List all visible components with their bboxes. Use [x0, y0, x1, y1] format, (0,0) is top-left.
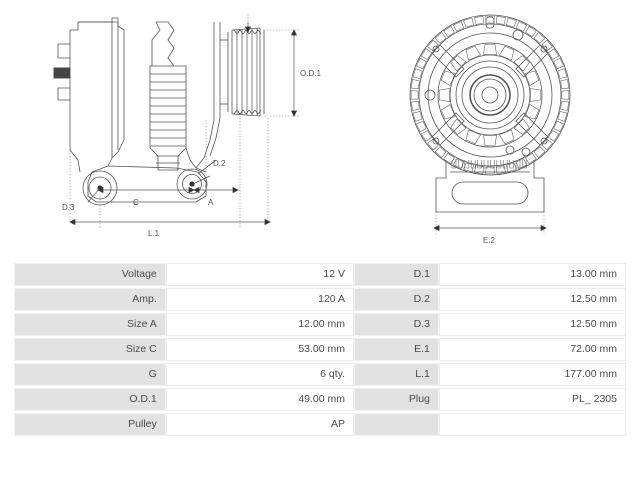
alternator-side-view: O.D.1 D.2 D.3 C A L.1	[0, 0, 340, 250]
spec-label-cell: D.1	[354, 263, 439, 286]
spec-value-cell: 12.00 mm	[165, 313, 354, 336]
spec-label-cell: E.1	[354, 338, 439, 361]
dim-label-l1: L.1	[148, 229, 160, 238]
spec-value-cell: 12 V	[165, 263, 354, 286]
technical-drawings: O.D.1 D.2 D.3 C A L.1	[0, 0, 640, 250]
spec-value-cell: PL_ 2305	[438, 388, 626, 411]
dim-label-od1: O.D.1	[300, 69, 321, 78]
alternator-front-view: E.2	[340, 0, 640, 250]
dim-label-a: A	[208, 198, 214, 207]
spec-label-cell: Amp.	[14, 288, 166, 311]
dim-label-d2: D.2	[213, 159, 226, 168]
spec-label-cell: D.2	[354, 288, 439, 311]
spec-label-cell: G	[14, 363, 166, 386]
dim-label-e2: E.2	[483, 236, 496, 245]
spec-label-cell: Size A	[14, 313, 166, 336]
spec-value-cell: 72.00 mm	[438, 338, 626, 361]
spec-value-cell: AP	[165, 413, 354, 436]
spec-row: Amp.120 A	[14, 288, 354, 311]
spec-value-cell: 53.00 mm	[165, 338, 354, 361]
spec-value-cell: 12.50 mm	[438, 288, 626, 311]
spec-label-cell	[354, 413, 439, 436]
spec-value-cell: 177.00 mm	[438, 363, 626, 386]
spec-label-cell: O.D.1	[14, 388, 166, 411]
spec-label-cell: L.1	[354, 363, 439, 386]
spec-label-cell: D.3	[354, 313, 439, 336]
spec-value-cell: 49.00 mm	[165, 388, 354, 411]
dim-label-d3: D.3	[62, 203, 75, 212]
dim-label-c: C	[133, 198, 139, 207]
spec-label-cell: Pulley	[14, 413, 166, 436]
spec-value-cell: 12.50 mm	[438, 313, 626, 336]
spec-label-cell: Size C	[14, 338, 166, 361]
spec-value-cell	[438, 413, 626, 436]
spec-value-cell: 13.00 mm	[438, 263, 626, 286]
spec-value-cell: 6 qty.	[165, 363, 354, 386]
spec-label-cell: Plug	[354, 388, 439, 411]
spec-row	[354, 413, 626, 436]
spec-value-cell: 120 A	[165, 288, 354, 311]
spec-label-cell: Voltage	[14, 263, 166, 286]
